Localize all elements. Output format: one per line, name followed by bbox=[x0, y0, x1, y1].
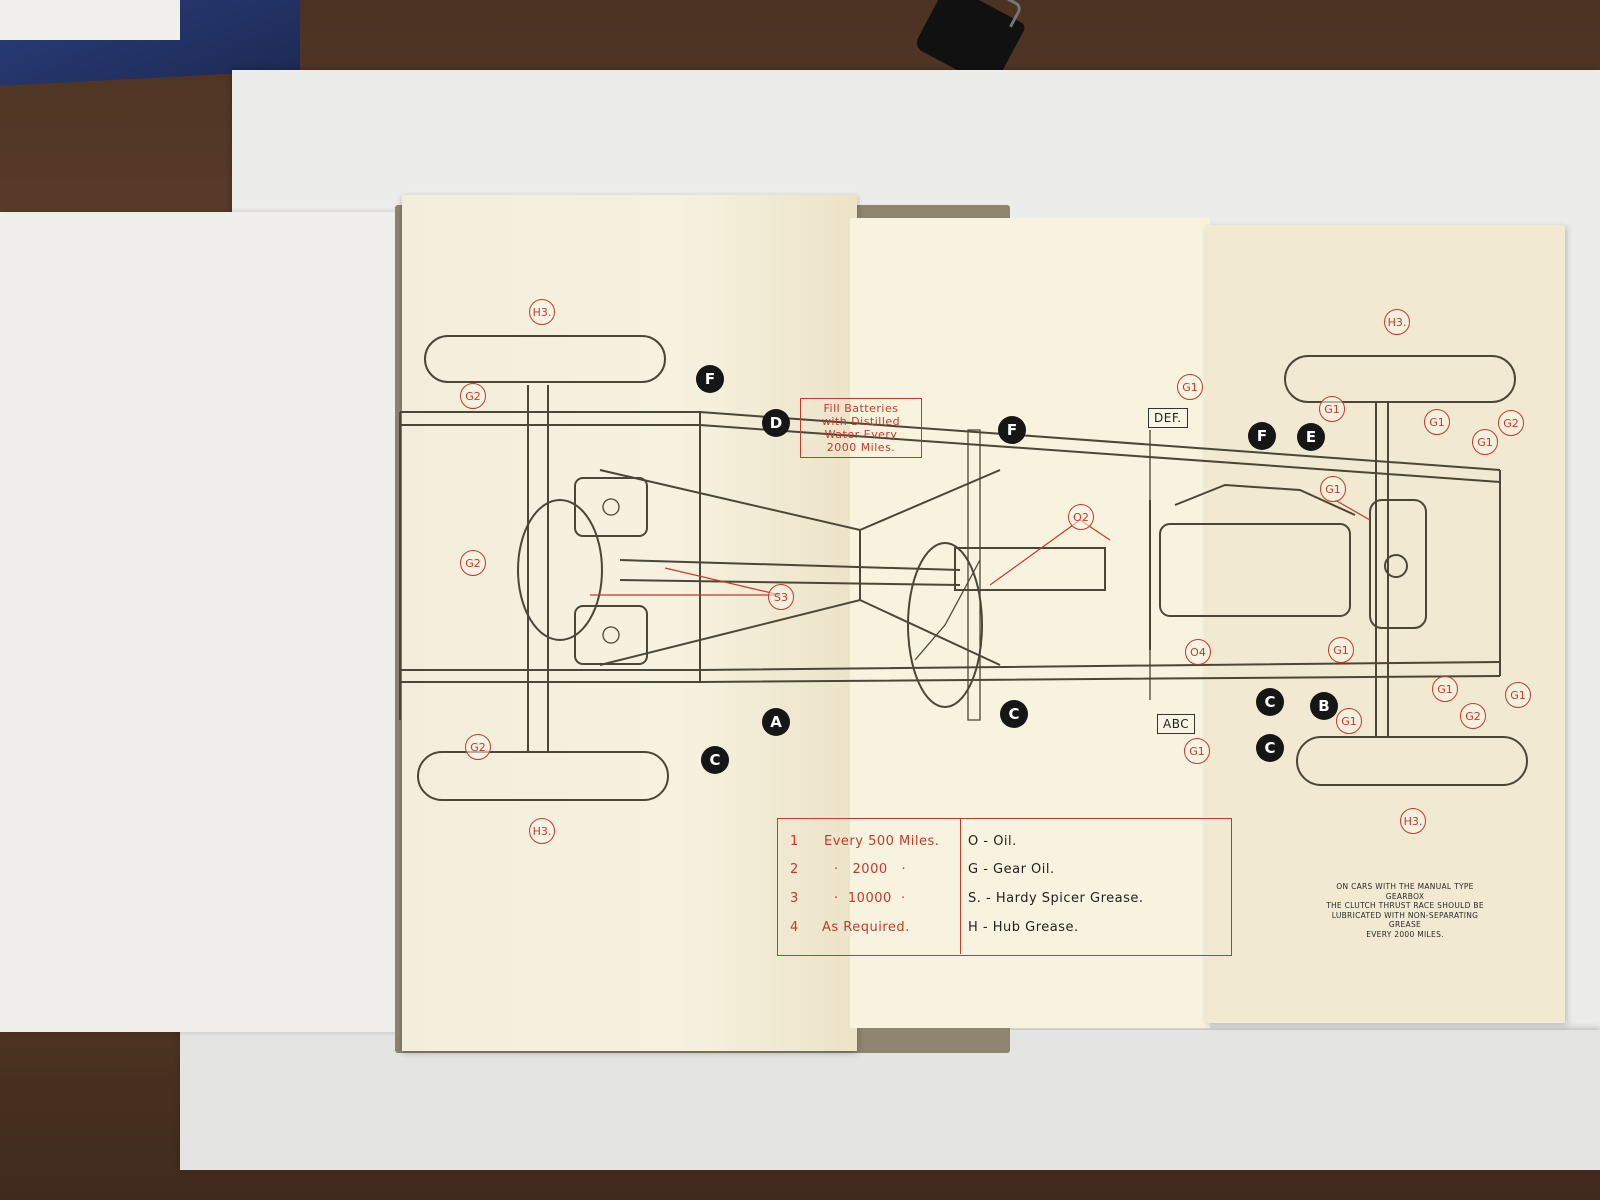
label-d: D bbox=[762, 409, 790, 437]
gearbox-note-line: EVERY 2000 MILES. bbox=[1366, 929, 1444, 939]
label-g1-front-right: G1 bbox=[1336, 708, 1362, 734]
steering-wheel bbox=[907, 542, 983, 708]
battery-2 bbox=[574, 605, 648, 665]
legend-interval-text: As Required. bbox=[822, 920, 910, 935]
gearbox-note-line: LUBRICATED WITH NON-SEPARATING GREASE bbox=[1331, 910, 1479, 930]
radiator bbox=[1369, 499, 1427, 629]
label-g2-front-left: G2 bbox=[1498, 410, 1524, 436]
label-g1-steering: G1 bbox=[1328, 637, 1354, 663]
label-h3-front-right: H3. bbox=[1400, 808, 1426, 834]
label-e: E bbox=[1297, 423, 1325, 451]
engine-block bbox=[1159, 523, 1351, 617]
label-h3-rear-left: H3. bbox=[529, 299, 555, 325]
gearbox bbox=[954, 547, 1106, 591]
battery-note: Fill Batteries with Distilled Water Ever… bbox=[800, 398, 922, 458]
rear-right-tyre bbox=[417, 751, 669, 801]
label-g1-radiator: G1 bbox=[1320, 476, 1346, 502]
label-g2-rear-left: G2 bbox=[460, 383, 486, 409]
label-h3-rear-right: H3. bbox=[529, 818, 555, 844]
label-c-front-lower: C bbox=[1256, 734, 1284, 762]
label-c-rear: C bbox=[701, 746, 729, 774]
differential bbox=[517, 499, 603, 641]
label-g2-differential: G2 bbox=[460, 550, 486, 576]
label-def-box: DEF. bbox=[1148, 408, 1188, 428]
label-s3: S3 bbox=[768, 584, 794, 610]
legend-interval-number: 2 bbox=[790, 862, 799, 877]
label-g1-kingpin-top: G1 bbox=[1424, 409, 1450, 435]
gearbox-note-line: ON CARS WITH THE MANUAL TYPE GEARBOX bbox=[1336, 882, 1474, 901]
blank-left-page bbox=[0, 212, 400, 1032]
gearbox-note: ON CARS WITH THE MANUAL TYPE GEARBOX THE… bbox=[1320, 882, 1490, 939]
cross-member bbox=[599, 469, 1001, 532]
battery-note-line: Water Every bbox=[824, 428, 898, 441]
front-left-tyre bbox=[1284, 355, 1516, 403]
battery-1 bbox=[574, 477, 648, 537]
label-g1-kingpin-bottom: G1 bbox=[1432, 676, 1458, 702]
booklet-page bbox=[402, 195, 857, 1051]
label-c-middle: C bbox=[1000, 700, 1028, 728]
label-g1-frame-front-top: G1 bbox=[1472, 429, 1498, 455]
legend-code-text: O - Oil. bbox=[968, 834, 1017, 849]
folder-paper bbox=[0, 0, 180, 40]
label-g2-rear-right: G2 bbox=[465, 734, 491, 760]
label-g1-frame-front-bottom: G1 bbox=[1505, 682, 1531, 708]
label-g1-abc: G1 bbox=[1184, 738, 1210, 764]
lubrication-legend bbox=[777, 818, 1232, 956]
legend-interval-text: · 2000 · bbox=[834, 862, 907, 877]
front-right-tyre bbox=[1296, 736, 1528, 786]
label-b: B bbox=[1310, 692, 1338, 720]
label-o4: O4 bbox=[1185, 639, 1211, 665]
label-abc-box: ABC bbox=[1157, 714, 1196, 734]
rear-left-tyre bbox=[424, 335, 666, 383]
label-f-middle: F bbox=[998, 416, 1026, 444]
legend-divider bbox=[960, 818, 961, 954]
battery-note-line: 2000 Miles. bbox=[826, 441, 896, 454]
battery-note-line: with Distilled bbox=[821, 415, 901, 428]
battery-note-line: Fill Batteries bbox=[823, 402, 899, 415]
legend-code-text: S. - Hardy Spicer Grease. bbox=[968, 891, 1144, 906]
legend-interval-number: 3 bbox=[790, 891, 799, 906]
frame-rail-bottom bbox=[400, 661, 1501, 671]
legend-interval-number: 4 bbox=[790, 920, 799, 935]
legend-code-text: G - Gear Oil. bbox=[968, 862, 1055, 877]
label-h3-front-left: H3. bbox=[1384, 309, 1410, 335]
label-g1-def: G1 bbox=[1177, 374, 1203, 400]
label-f-front: F bbox=[1248, 422, 1276, 450]
label-c-front-upper: C bbox=[1256, 688, 1284, 716]
propeller-shaft bbox=[619, 559, 961, 571]
label-g1-front-left: G1 bbox=[1319, 396, 1345, 422]
legend-interval-number: 1 bbox=[790, 834, 799, 849]
foldout-panel-right bbox=[1205, 225, 1565, 1023]
label-a: A bbox=[762, 708, 790, 736]
legend-code-text: H - Hub Grease. bbox=[968, 920, 1079, 935]
legend-interval-text: Every 500 Miles. bbox=[824, 834, 940, 849]
white-box-base bbox=[180, 1030, 1600, 1170]
label-f-rear: F bbox=[696, 365, 724, 393]
label-o2: O2 bbox=[1068, 504, 1094, 530]
label-g2-front-right: G2 bbox=[1460, 703, 1486, 729]
gearbox-note-line: THE CLUTCH THRUST RACE SHOULD BE bbox=[1326, 901, 1484, 910]
legend-interval-text: · 10000 · bbox=[834, 891, 906, 906]
